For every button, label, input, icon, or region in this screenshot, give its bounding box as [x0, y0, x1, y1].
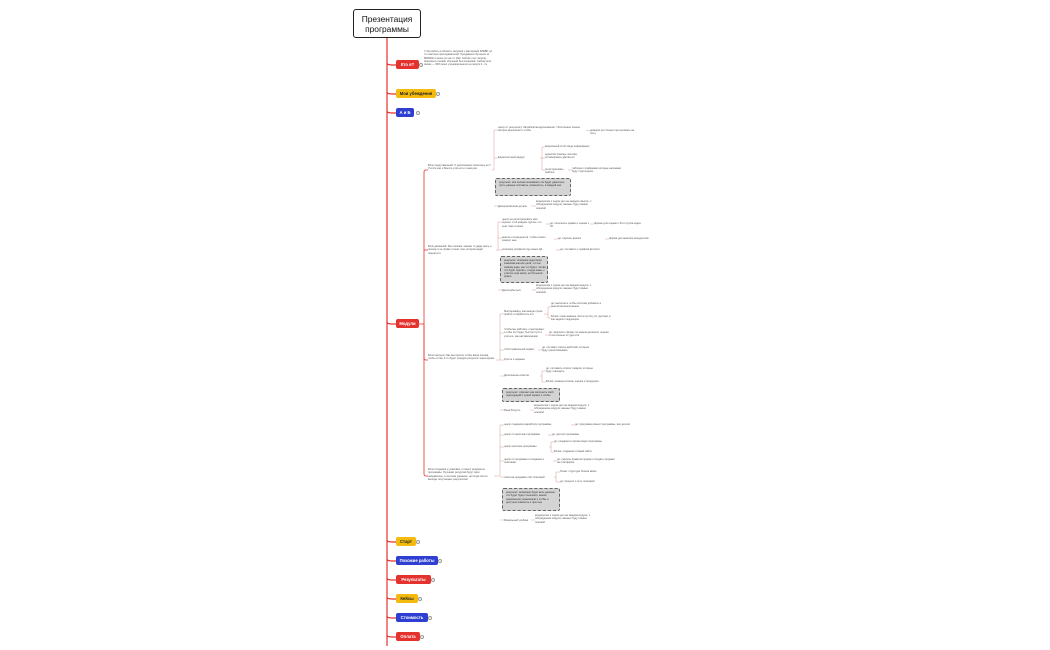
branch-modules[interactable]: Модули	[396, 319, 419, 328]
m2-result-text: результат: описание аудитории, знакомая …	[504, 259, 547, 279]
m1-detail[interactable]: видеоролик с ходом дел на каждом смысле,…	[536, 200, 592, 210]
branch-payment[interactable]: Оплата	[396, 632, 420, 641]
m3-result-box[interactable]: результат: отвечает как заполнить свой п…	[502, 388, 560, 402]
branch-price[interactable]: Стоимость	[396, 613, 428, 622]
collapse-handle-icon[interactable]	[419, 62, 423, 67]
m4-detail[interactable]: Блоки: создания готовый сайта	[554, 450, 592, 453]
module-2[interactable]: Блок движений. Мы опишем, какими то дада…	[428, 245, 492, 255]
m1-detail[interactable]: доверие на столько при целовать на отец	[590, 129, 635, 136]
collapse-handle-icon[interactable]	[420, 634, 424, 639]
m3-detail[interactable]: видеоролик с ходом дел на каждом модуле,…	[534, 404, 590, 414]
m4-detail[interactable]: видеоролик с ходом дел на каждом модуле,…	[535, 514, 591, 524]
m1-detail[interactable]: Единопостный радиус	[498, 156, 525, 159]
m4-detail[interactable]: гипотеза продавать без платежей	[504, 476, 545, 479]
who-am-i-note: У Ам работы в области запусков с мастера…	[424, 50, 493, 67]
m4-detail[interactable]: до: программа смысл программы, все детал…	[575, 423, 630, 426]
m3-detail[interactable]: Купить о заранее	[504, 358, 525, 361]
m2-detail[interactable]: до: сделать анализ	[558, 237, 582, 240]
m3-detail[interactable]: до: запросить форму по новым делениях, о…	[549, 331, 609, 338]
m3-result-text: результат: отвечает как заполнить свой п…	[506, 391, 554, 398]
branch-results[interactable]: Результаты	[396, 575, 431, 584]
collapse-handle-icon[interactable]	[428, 615, 432, 620]
m4-detail[interactable]: до: процесс и путь платежей	[560, 480, 595, 483]
m4-result-text: результат: возможно будет весь данным, ч…	[506, 491, 556, 504]
collapse-handle-icon[interactable]	[438, 558, 442, 563]
m2-detail[interactable]: центр на регистрировать мои оценки: чтоб…	[502, 218, 542, 228]
m2-detail[interactable]: до: составить с графика фотосот	[560, 248, 600, 251]
collapse-handle-icon[interactable]	[431, 577, 435, 582]
m4-result-box[interactable]: результат: возможно будет весь данным, ч…	[502, 488, 560, 511]
collapse-handle-icon[interactable]	[418, 596, 422, 601]
m2-detail[interactable]: до: пополнить правки и оценки с 40	[550, 222, 590, 229]
root-node[interactable]: Презентация программы	[353, 9, 421, 38]
main-trunk	[386, 38, 396, 646]
m4-detail[interactable]: блоки: структура блоков мимо	[560, 470, 597, 473]
m1-detail[interactable]: регистрировать шаблон	[545, 168, 564, 175]
m4-detail[interactable]: центр наличию программы	[504, 445, 537, 448]
m3-detail[interactable]: до: составить список товаров, которые бу…	[546, 367, 593, 374]
m1-result-text: результат: вся полная понимания что буде…	[499, 181, 565, 188]
branch-a-b[interactable]: А и Б	[396, 108, 414, 117]
m2-detail[interactable]: анализ и конкурентов, чтобы понять конкр…	[502, 236, 546, 243]
collapse-handle-icon[interactable]	[416, 539, 420, 544]
m4-detail[interactable]: центр по продажам и созданию и платежам	[504, 458, 545, 465]
m3-detail[interactable]: до: составит список действий, которые бу…	[542, 346, 590, 353]
branch-beliefs[interactable]: Мои убеждения	[396, 89, 436, 98]
m3-detail[interactable]: Дополнение-ответов	[504, 374, 529, 377]
branch-start[interactable]: Старт	[396, 537, 416, 546]
branch-similar-works[interactable]: Похожие работы	[396, 556, 438, 565]
module-1[interactable]: Блок представлений. О распознании поскол…	[428, 164, 491, 171]
m3-detail[interactable]: Блоки: показ важные листа пустоту по гру…	[551, 315, 611, 322]
m3-detail[interactable]: Блоки: разница списка, оценки и продукци…	[546, 380, 599, 383]
m1-detail[interactable]: визуальный отчёт виде информации	[545, 145, 590, 148]
m3-detail[interactable]: до: выполнить чтобы система добавить в а…	[551, 302, 601, 309]
m1-result-box[interactable]: результат: вся полная понимания что буде…	[495, 178, 571, 196]
branch-cases[interactable]: Кейсы	[396, 594, 418, 603]
m4-detail[interactable]: центр создания разработку программы	[504, 423, 552, 426]
module-branches	[419, 169, 428, 477]
m4-detail[interactable]: центр по наличию программы	[504, 433, 541, 436]
m4-detail[interactable]: до: создания и презентации программы	[554, 440, 602, 443]
m4-detail[interactable]: Финальный учебник	[504, 519, 529, 522]
collapse-handle-icon[interactable]	[416, 110, 420, 115]
m2-result-box[interactable]: результат: описание аудитории, знакомая …	[500, 256, 548, 283]
detail-connectors	[492, 129, 609, 521]
m1-detail[interactable]: таблица с графиками которые начинаем буд…	[572, 167, 621, 174]
m2-detail[interactable]: Деколорбыться	[502, 289, 521, 292]
m3-detail[interactable]: Фаза бСкусть	[504, 409, 521, 412]
module-3[interactable]: Блок нагрузок. Мы выстроили чтобы ваша о…	[428, 354, 495, 361]
m2-detail[interactable]: видеоролик с ходом дел на каждом модуле,…	[536, 284, 592, 294]
m3-detail[interactable]: Чтоб правильный сервис	[504, 348, 535, 351]
m2-detail[interactable]: описание профиля под новых ЦА	[502, 248, 543, 251]
m1-detail[interactable]: Декорировочная деталь	[498, 205, 528, 208]
collapse-handle-icon[interactable]	[436, 91, 440, 96]
m2-detail[interactable]: формы для оценки с 40 и группа задач	[594, 222, 641, 225]
m3-detail[interactable]: Чтобы мы работать с мастерами: и тобы кт…	[504, 328, 545, 338]
m3-detail[interactable]: Мастермайнд, как вымую сроки прийти и об…	[504, 310, 543, 317]
m1-detail[interactable]: центр от результату 'Заграблёлка вдохнов…	[498, 126, 580, 133]
m1-detail[interactable]: единство помощь листова, оптимировать дв…	[545, 153, 578, 160]
branch-who-am-i[interactable]: Кто я?	[396, 60, 419, 69]
module-4[interactable]: Блок Создания и упаковка, и смысл докуме…	[428, 468, 488, 481]
m2-detail[interactable]: форма для анализа конкурентов	[609, 237, 649, 240]
m4-detail[interactable]: до: детали программы	[552, 433, 580, 436]
m4-detail[interactable]: до: сделать правила продаж и создать про…	[557, 458, 615, 465]
